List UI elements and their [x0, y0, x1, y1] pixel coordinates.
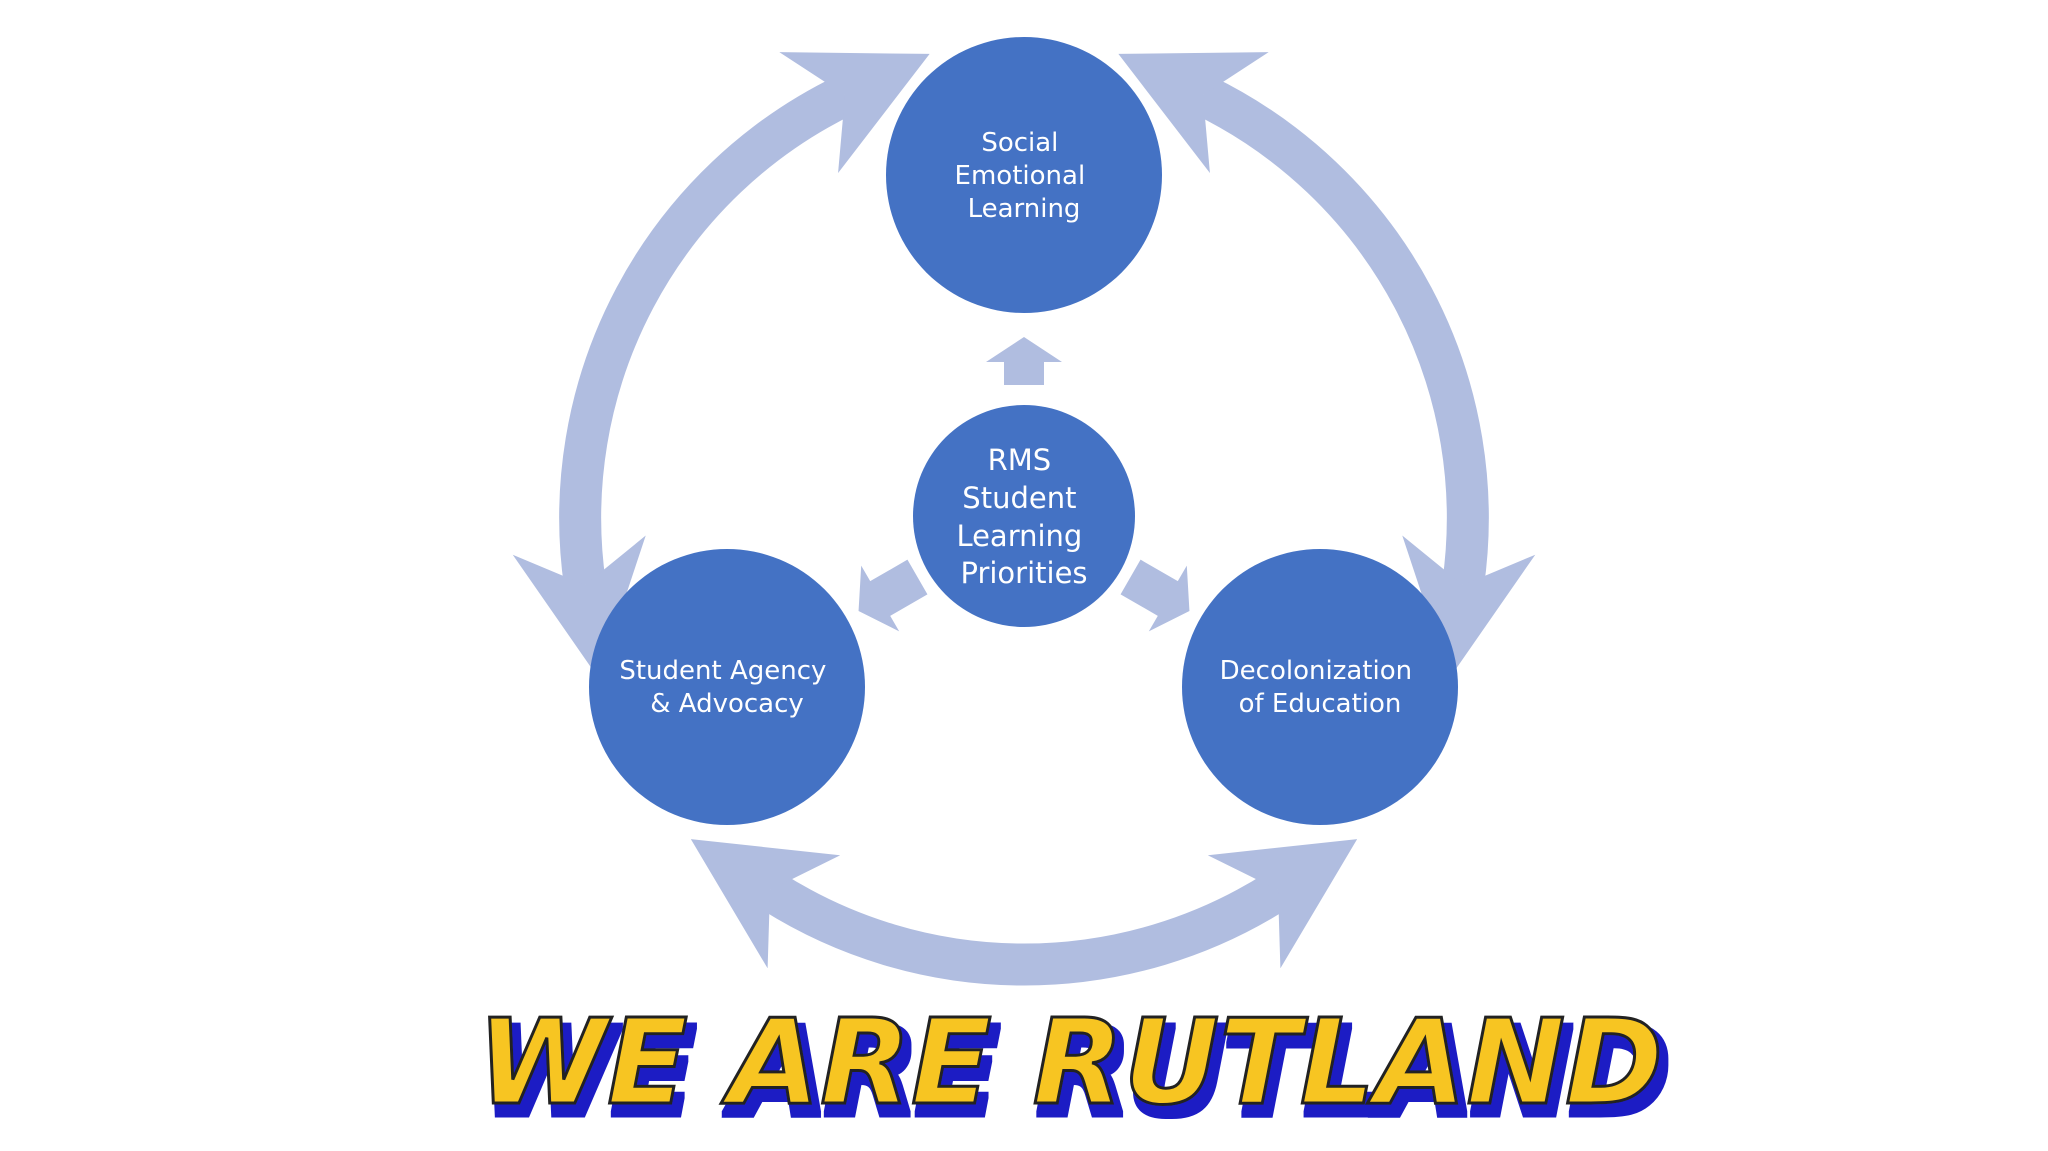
node-student-agency: Student Agency & Advocacy: [589, 549, 865, 825]
svg-text:Student Agency & Advocac: Student Agency & Advocacy: [619, 656, 834, 719]
cycle-arrow-right: [1118, 52, 1536, 679]
svg-text:RMS Student Learni: RMS Student Learning Priorities: [956, 443, 1091, 590]
logo-text: WE ARE RUTLAND: [477, 993, 1663, 1131]
arrow-up-icon: [986, 337, 1062, 385]
cycle-arrow-left: [512, 52, 930, 679]
arrow-down-left-icon: [858, 559, 928, 632]
svg-text:Decolonization of Educat: Decolonization of Education: [1220, 656, 1421, 719]
we-are-rutland-logo: WE ARE RUTLAND: [475, 992, 1664, 1133]
node-social-emotional-learning: Social Emotional Learning: [886, 37, 1162, 313]
arrow-down-right-icon: [1120, 559, 1190, 632]
svg-text:Social Emotional L: Social Emotional Learning: [955, 128, 1094, 224]
cycle-arrow-bottom: [690, 839, 1358, 986]
node-decolonization: Decolonization of Education: [1182, 549, 1458, 825]
node-center-priorities: RMS Student Learning Priorities: [913, 405, 1135, 627]
